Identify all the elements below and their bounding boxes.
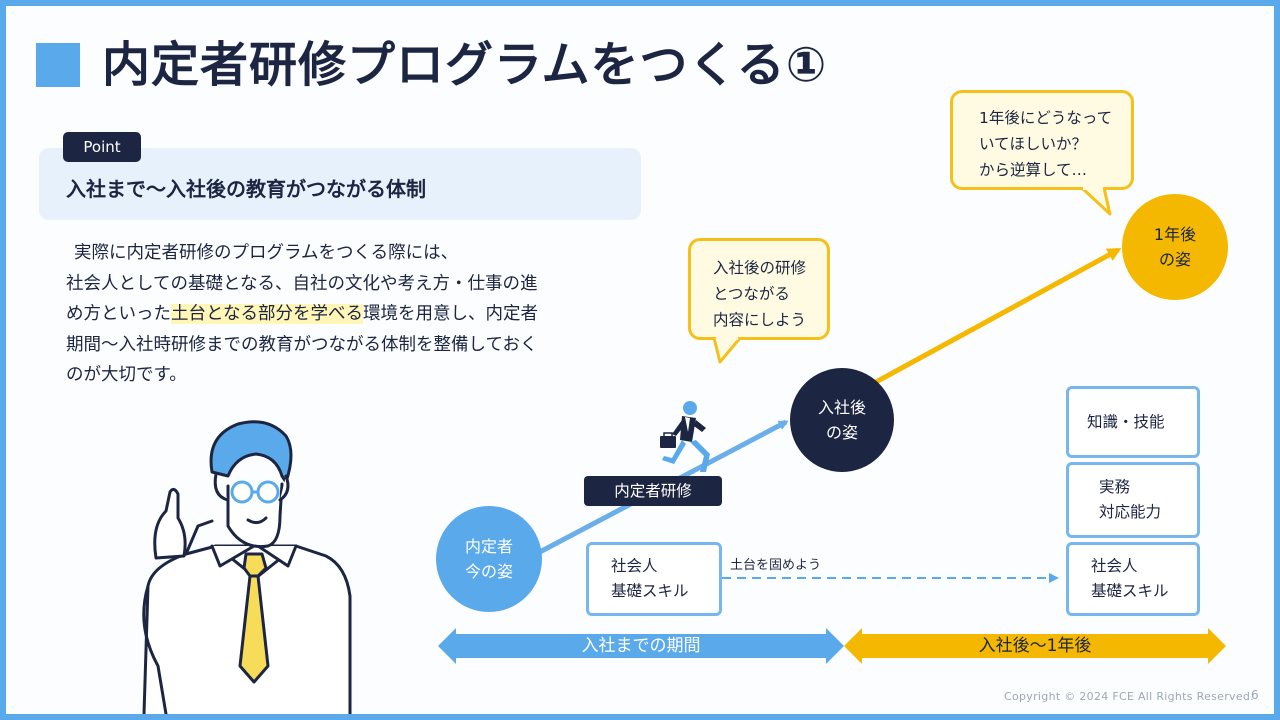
body-line: のが大切です。 [66,365,187,385]
presenter-illustration [142,420,352,714]
circle-label: 1年後 [1153,225,1197,244]
bubble-line: 内容にしよう [713,311,807,329]
body-line: 実際に内定者研修のプログラムをつくる際には、 [74,243,459,263]
box-label: 基礎スキル [1091,582,1169,600]
speech-bubble-link: 入社後の研修 とつながる 内容にしよう [688,238,830,340]
box-label: 実務 [1099,478,1131,496]
title-square-icon [36,43,80,87]
box-label: 基礎スキル [611,582,689,600]
box-label: 知識・技能 [1087,412,1165,431]
circle-one-year: 1年後 の姿 [1122,194,1228,300]
bubble-tail [1080,186,1112,216]
page-title: 内定者研修プログラムをつくる① [102,37,828,93]
speech-bubble-goal: 1年後にどうなって いてほしいか？ から逆算して… [950,90,1134,190]
bubble-tail [712,336,742,364]
circle-label: 内定者 [464,537,513,556]
circle-label: 今の姿 [464,562,513,581]
body-line: 社会人としての基礎となる、自社の文化や考え方・仕事の進 [66,273,538,294]
box-label: 社会人 [1091,557,1138,575]
circle-label: 入社後 [817,398,866,417]
circle-label: の姿 [1158,250,1191,269]
bubble-line: とつながる [713,285,790,303]
running-person-icon [660,401,710,472]
knowledge-box: 知識・技能 [1066,386,1200,458]
bubble-line: 入社後の研修 [713,259,807,277]
foundation-label: 土台を固めよう [730,558,822,573]
box-label: 対応能力 [1099,503,1162,521]
box-label: 社会人 [611,557,658,575]
body-line: 期間〜入社時研修までの教育がつながる体制を整備しておく [66,334,538,355]
body-text-segment: め方といった [66,304,171,324]
circle-after-joining: 入社後 の姿 [790,368,894,472]
point-heading: 入社まで〜入社後の教育がつながる体制 [66,177,426,201]
bubble-line: いてほしいか？ [979,135,1088,153]
basic-skill-box-left: 社会人 基礎スキル [586,542,722,616]
timeline-before-label: 入社までの期間 [581,636,701,656]
basic-skill-box-right: 社会人 基礎スキル [1066,542,1200,616]
training-label: 内定者研修 [584,476,722,506]
copyright: Copyright © 2024 FCE All Rights Reserved… [1004,690,1255,703]
body-text-segment: 環境を用意し、内定者 [362,304,538,324]
body-line: め方といった土台となる部分を学べる環境を用意し、内定者 [66,299,626,330]
timeline-after-arrow [844,628,1226,664]
body-text: 実際に内定者研修のプログラムをつくる際には、 社会人としての基礎となる、自社の文… [66,238,626,391]
bubble-line: 1年後にどうなって [979,109,1113,127]
circle-current-self: 内定者 今の姿 [436,506,542,612]
highlighted-text: 土台となる部分を学べる [171,304,363,324]
practical-ability-box: 実務 対応能力 [1066,462,1200,538]
bubble-line: から逆算して… [979,161,1088,179]
page-number: 6 [1251,688,1259,702]
growth-arrow-yellow [874,247,1122,385]
circle-label: の姿 [825,423,858,442]
timeline-after-label: 入社後〜1年後 [978,636,1092,656]
point-tag: Point [63,132,141,162]
timeline-before-arrow [438,628,844,664]
